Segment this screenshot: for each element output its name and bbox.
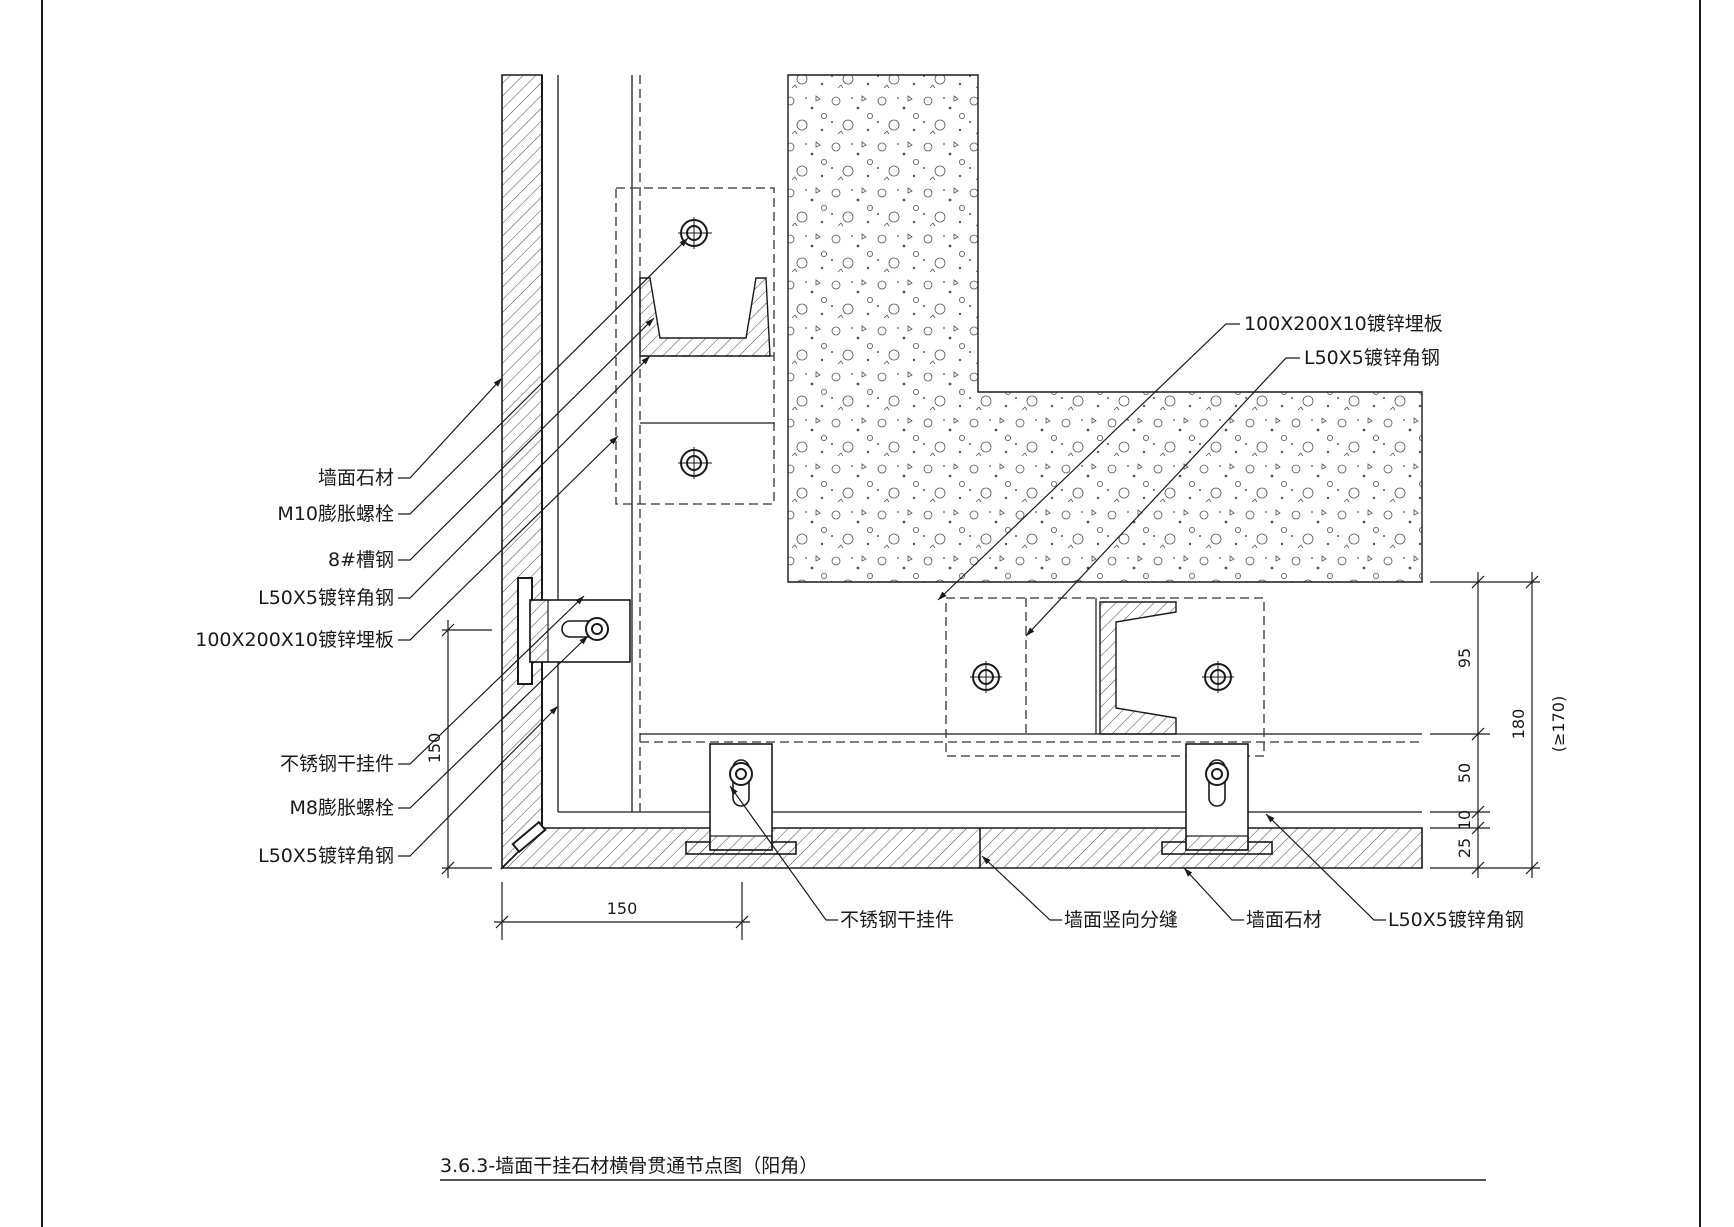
label-m8-bolt: M8膨胀螺栓	[290, 797, 394, 819]
label-stone-bottom: 墙面石材	[1246, 909, 1322, 931]
corner-clip	[511, 820, 547, 854]
top-right-leaders	[937, 323, 1300, 637]
dim-right-95: 95	[1455, 648, 1474, 668]
m10-bolt-icon-lower	[678, 447, 712, 479]
label-plate-right: 100X200X10镀锌埋板	[1244, 313, 1443, 335]
left-angle-hatch	[529, 599, 549, 663]
label-m10-bolt: M10膨胀螺栓	[277, 503, 394, 525]
dim-right-10: 10	[1455, 810, 1474, 830]
label-plate-left: 100X200X10镀锌埋板	[195, 629, 394, 651]
left-leaders	[398, 237, 689, 857]
dimension-right	[1430, 572, 1540, 878]
label-angle-bottom: L50X5镀锌角钢	[1388, 909, 1524, 931]
bottom-pendant-b	[1161, 743, 1273, 855]
dimension-bottom	[494, 882, 750, 940]
label-joint: 墙面竖向分缝	[1064, 909, 1178, 931]
m10-bolt-icon-right-b	[1202, 661, 1234, 693]
dim-right-50: 50	[1455, 763, 1474, 783]
label-angle-upper: L50X5镀锌角钢	[258, 587, 394, 609]
label-stone-left: 墙面石材	[318, 467, 394, 489]
dimension-left	[441, 620, 492, 878]
m10-bolt-icon-right-a	[970, 661, 1002, 693]
embed-plate-right	[945, 597, 1265, 757]
dim-right-25: 25	[1455, 838, 1474, 858]
dim-left-height: 150	[425, 733, 444, 764]
drawing-title: 3.6.3-墙面干挂石材横骨贯通节点图（阳角）	[440, 1155, 818, 1177]
dim-right-180: 180	[1509, 709, 1528, 740]
channel-8-section-right	[1099, 601, 1177, 735]
label-channel-8: 8#槽钢	[328, 549, 394, 571]
m10-bolt-icon-upper	[678, 217, 712, 249]
label-angle-right: L50X5镀锌角钢	[1304, 347, 1440, 369]
embed-plate-upper	[615, 187, 775, 505]
concrete-structure	[787, 74, 1423, 583]
dim-right-min: (≥170)	[1549, 696, 1568, 752]
label-pendant-bottom: 不锈钢干挂件	[840, 909, 954, 931]
m8-bolt-icon-left	[585, 617, 609, 641]
stone-cladding-bottom	[500, 827, 1423, 869]
channel-8-section	[639, 277, 771, 357]
bottom-leaders	[729, 785, 1386, 921]
dim-bottom-width: 150	[607, 899, 638, 918]
label-pendant-left: 不锈钢干挂件	[280, 753, 394, 775]
label-angle-lower: L50X5镀锌角钢	[258, 845, 394, 867]
